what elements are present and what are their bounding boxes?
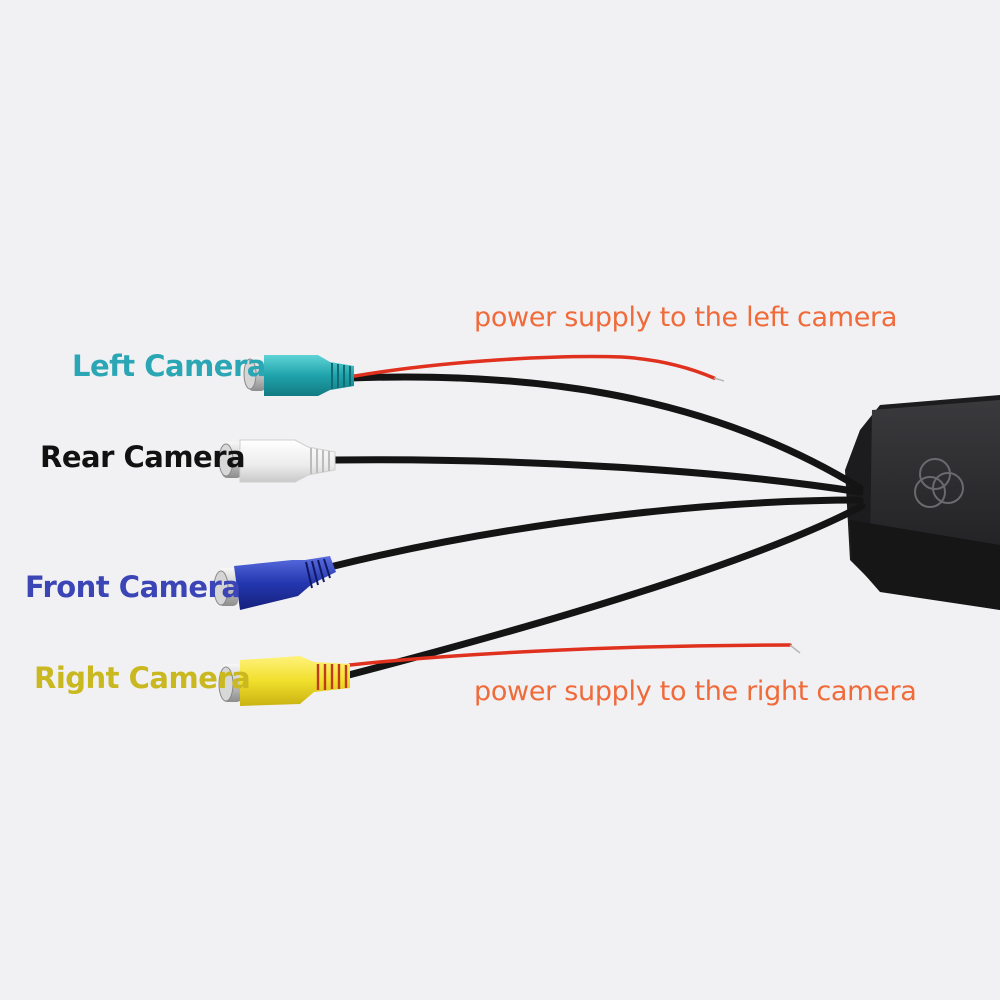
wire-tips [713, 377, 801, 654]
front-camera-label: Front Camera [25, 570, 241, 604]
left-camera-label: Left Camera [72, 349, 266, 383]
control-box [845, 395, 1000, 610]
connector-rear [218, 439, 336, 483]
connector-right [218, 656, 350, 706]
cable-left [346, 373, 864, 492]
left-power-note: power supply to the left camera [474, 302, 898, 333]
cable-right [341, 502, 866, 680]
connector-left [243, 355, 354, 396]
three-circles-logo-icon [914, 458, 964, 508]
power-wire-right [348, 643, 792, 667]
cables [326, 373, 866, 680]
power-wires [348, 354, 792, 667]
connector-front [213, 556, 336, 610]
rear-camera-label: Rear Camera [40, 440, 246, 474]
power-wire-left [353, 354, 716, 380]
right-power-note: power supply to the right camera [474, 676, 917, 707]
cable-rear [331, 456, 864, 496]
right-camera-label: Right Camera [34, 661, 251, 695]
cable-front [326, 496, 864, 571]
